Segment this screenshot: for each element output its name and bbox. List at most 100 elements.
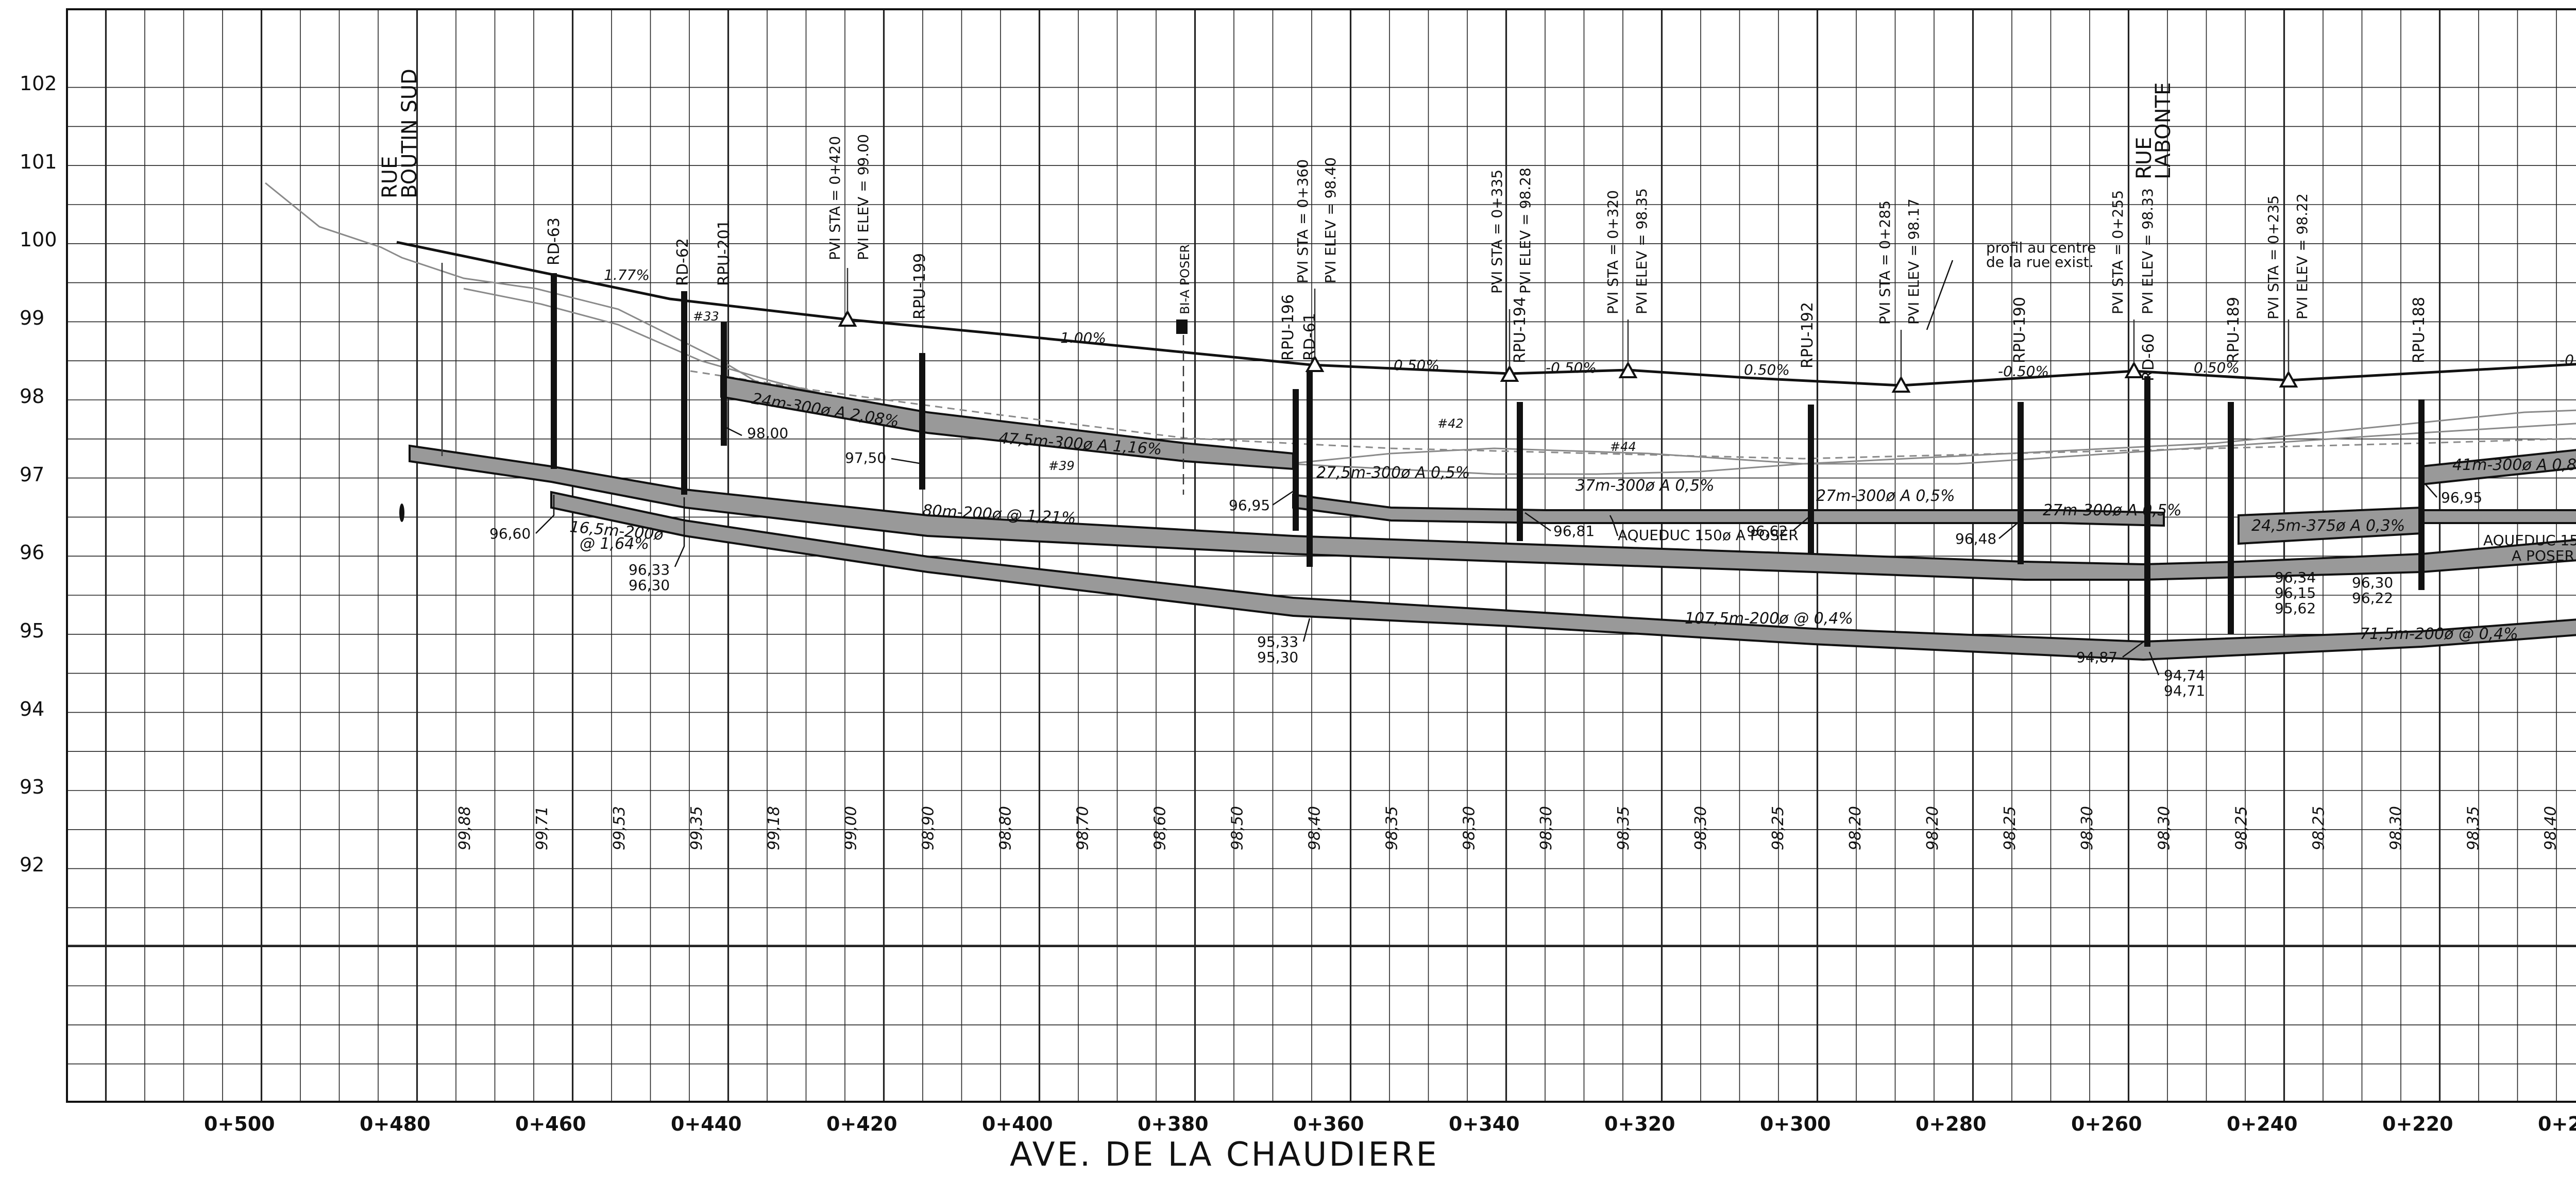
invert-label: 94,71 [2164,682,2205,699]
ground-elevation-label: 98,30 [2156,806,2174,850]
ground-elevation-label: 98,90 [920,806,938,850]
grade-label: -0.50% [1998,363,2049,380]
invert-label: 96,30 [2352,574,2393,591]
aqueduct-pipe-right [2420,509,2576,524]
elevation-label: 100 [20,228,57,251]
elevation-label: 98 [20,385,44,408]
sewer-pipes [409,375,2576,661]
notes: AQUEDUC 150ø A POSER AQUEDUC 150ø A POSE… [1618,239,2576,564]
structure-label: RD-62 [674,238,692,286]
ground-elevation-label: 98,30 [1692,806,1710,850]
ground-elevation-label: 99,35 [688,806,706,850]
ground-elevation-label: 98,25 [2233,806,2251,850]
ground-elevation-label: 98,80 [997,806,1015,850]
invert-label: 97,50 [845,449,886,466]
invert-label: 96,15 [2275,584,2316,601]
ground-elevation-label: 98,70 [1074,806,1092,850]
pvi-sta-label: PVI STA = 0+285 [1876,200,1893,325]
elevation-label: 101 [20,150,57,173]
elevation-label: 102 [20,72,57,95]
ground-elevation-label: 98,30 [2078,806,2096,850]
structure-label: RPU-194 [1511,297,1529,363]
invert-label: 95,30 [1257,649,1298,666]
elevation-label: 94 [20,698,44,720]
grade-label: 1.77% [604,266,650,283]
pvi-sta-label: PVI STA = 0+255 [2109,190,2126,314]
ground-elevation-label: 99,00 [842,806,860,850]
grade-label: 0.50% [1744,361,1790,378]
pvi-leaders [846,268,2290,378]
ground-elevation-label: 99,18 [765,806,783,850]
ground-elevation-label: 98,20 [1846,806,1865,850]
structure-label: RPU-189 [2225,297,2243,363]
pipe-label: 27m-300ø A 0,5% [1816,487,1955,505]
invert-label: 96,62 [1747,523,1788,540]
elevation-axis: 102 101 100 99 98 97 96 95 94 93 92 [20,72,57,876]
grade-label: 0.50% [2194,359,2240,376]
note-label: A POSER [2512,547,2574,564]
structure-label: RPU-192 [1799,302,1817,368]
reference-label: #33 [693,309,719,324]
invert-labels: 96,60 96,33 96,30 98,00 97,50 96,95 95,3… [489,425,2482,699]
drawing-frame [66,8,2576,1103]
station-label: 0+220 [2382,1113,2453,1135]
station-label: 0+320 [1604,1113,1675,1135]
station-label: 0+440 [671,1113,742,1135]
reference-marks: #33 #39 #42 #44 [693,309,1636,473]
pipe-label: @ 1,64% [580,535,649,553]
structure-label: BI-A POSER [1178,244,1192,314]
ground-elevation-label: 98,25 [2310,806,2328,850]
street-label: RUE [2132,137,2156,179]
pvi-sta-label: PVI STA = 0+320 [1604,190,1621,314]
grade-label: 0.50% [1394,357,1439,374]
invert-label: 94,87 [2076,649,2117,666]
station-label: 0+460 [515,1113,586,1135]
invert-label: 96,22 [2352,590,2393,607]
pvi-elev-label: PVI ELEV = 98.28 [1517,167,1534,294]
station-label: 0+260 [2071,1113,2142,1135]
structure-label: RPU-196 [1279,294,1297,361]
pvi-markers [838,309,2298,393]
ground-elevation-label: 98,30 [2387,806,2405,850]
elevation-label: 96 [20,541,44,564]
pvi-labels: PVI STA = 0+420 PVI ELEV = 99.00 PVI STA… [826,134,2311,325]
ground-elevation-label: 98,20 [1924,806,1942,850]
station-label: 0+280 [1916,1113,1987,1135]
ground-elevation-label: 98,30 [1537,806,1555,850]
pipe-label: 71,5m-200ø @ 0,4% [2360,625,2518,643]
note-label: profil au centre [1986,239,2096,256]
invert-label: 94,74 [2164,667,2205,684]
structure-label: RPU-190 [2011,297,2029,363]
station-label: 0+240 [2227,1113,2298,1135]
reference-label: #42 [1437,416,1464,431]
invert-label: 96,48 [1955,530,1996,547]
ground-elevation-label: 98,35 [1615,806,1633,850]
invert-label: 95,62 [2275,600,2316,617]
ground-elevation-label: 98,50 [1228,806,1246,850]
invert-label: 96,34 [2275,569,2316,586]
elevation-label: 99 [20,307,44,329]
ground-elevation-label: 98,25 [2001,806,2019,850]
pipe-label: 27,5m-300ø A 0,5% [1316,464,1470,482]
pvi-elev-label: PVI ELEV = 98.17 [1905,198,1922,325]
invert-label: 96,30 [629,577,670,594]
station-label: 0+20 [2538,1113,2576,1135]
street-label: RUE [378,156,402,198]
pipe-200-lower [550,491,2576,661]
invert-label: 96,60 [489,525,531,542]
pvi-elev-label: PVI ELEV = 98.33 [2139,188,2156,314]
ground-elevation-label: 98,40 [1306,806,1324,850]
invert-label: 96,95 [2441,489,2482,506]
reference-label: #44 [1610,440,1636,454]
pipe-label: 24,5m-375ø A 0,3% [2251,517,2405,535]
pipe-label: 107,5m-200ø @ 0,4% [1685,610,1853,628]
ground-elevation-label: 99,88 [456,806,474,850]
structure-label: RPU-201 [715,220,733,286]
station-label: 0+300 [1760,1113,1831,1135]
pvi-sta-label: PVI STA = 0+335 [1488,170,1505,294]
structure-label: RD-61 [1301,313,1319,361]
pvi-sta-label: PVI STA = 0+360 [1294,159,1311,283]
structure-label: RPU-199 [911,253,929,320]
